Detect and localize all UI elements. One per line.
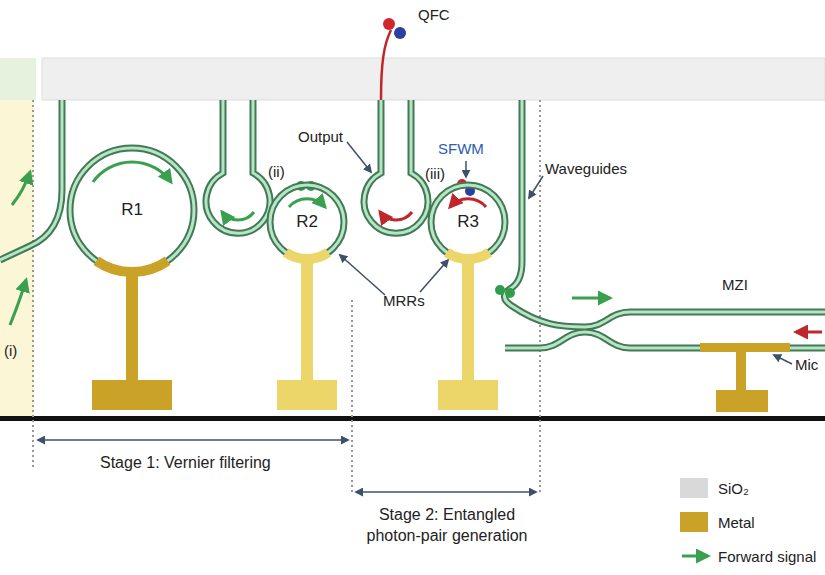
ring-name: R1 — [121, 200, 143, 220]
stage-divider — [351, 300, 353, 495]
waveguide — [206, 100, 270, 233]
legend-text: Metal — [718, 514, 755, 531]
ring-waveguide — [270, 185, 344, 259]
signal-arrow — [93, 162, 171, 182]
heater-stem — [126, 270, 138, 382]
ring-resonator: R3 — [423, 177, 513, 267]
callout: Waveguides — [545, 160, 627, 178]
stage-divider — [539, 100, 541, 495]
photon — [394, 27, 406, 39]
signal-arrow — [450, 199, 486, 207]
output-label: QFC — [418, 6, 450, 24]
legend-entry: Metal — [680, 512, 755, 532]
callout: Mic — [795, 356, 818, 374]
ring-heater — [447, 252, 489, 259]
callout: Output — [298, 128, 343, 146]
waveguide-outline — [0, 100, 825, 348]
legend-entry: SiO₂ — [680, 478, 749, 498]
legend-arrow — [680, 546, 714, 566]
ring-waveguide — [431, 185, 505, 259]
ring-core — [431, 185, 505, 259]
ring-name: R3 — [457, 212, 479, 232]
photon — [495, 285, 505, 295]
leader-line — [774, 355, 792, 364]
ring-name: R2 — [296, 212, 318, 232]
waveguide — [364, 100, 428, 233]
leader-line — [347, 142, 371, 172]
photon — [505, 288, 515, 298]
cladding-band — [42, 58, 825, 100]
heater-pad — [92, 380, 172, 410]
ring-core — [70, 148, 194, 272]
microheater — [700, 343, 790, 352]
stage-label: Stage 2: Entangled photon-pair generatio… — [352, 504, 542, 546]
signal-arrow — [10, 280, 26, 325]
stage-extent — [356, 491, 536, 493]
ring-heater — [286, 252, 328, 259]
heater-pad — [277, 380, 337, 410]
legend-swatch — [680, 478, 708, 498]
qfc-path — [381, 30, 391, 100]
waveguide — [504, 100, 825, 327]
legend-text: SiO₂ — [718, 480, 749, 497]
signal-arrow — [12, 172, 30, 205]
substrate-band — [0, 58, 36, 100]
waveguide — [0, 100, 62, 260]
ring-resonator: R2 — [262, 177, 352, 267]
callout: MRRs — [383, 292, 425, 310]
legend-entry: Forward signal — [680, 546, 816, 566]
chip-baseline — [0, 416, 825, 421]
signal-arrow — [289, 199, 325, 207]
ring-waveguide — [70, 148, 194, 272]
leader-line — [340, 255, 385, 295]
waveguide — [0, 100, 62, 260]
ring-heater — [96, 261, 167, 272]
waveguide — [364, 100, 428, 233]
waveguide — [206, 100, 270, 233]
stage-extent — [38, 439, 348, 441]
waveguide — [504, 100, 825, 327]
signal-arrow — [572, 297, 610, 300]
callout-number: (i) — [4, 342, 17, 360]
stage-label: Stage 1: Vernier filtering — [100, 452, 271, 473]
photon — [383, 18, 395, 30]
signal-arrow — [222, 212, 254, 220]
ring-resonator: R1 — [62, 140, 202, 280]
callout-number: (iii) — [425, 165, 445, 183]
process-label: SFWM — [438, 140, 484, 158]
callout-number: (ii) — [268, 163, 285, 181]
stage-divider — [32, 100, 34, 470]
leader-line — [529, 176, 543, 198]
ring-core — [270, 185, 344, 259]
heater-stem — [301, 257, 313, 382]
heater-stem — [462, 257, 474, 382]
heater-pad — [438, 380, 498, 410]
leader-line — [465, 161, 467, 177]
waveguide-core — [0, 100, 825, 348]
signal-arrow — [380, 212, 412, 220]
signal-arrow — [796, 331, 822, 334]
legend-swatch — [680, 512, 708, 532]
legend-arrow-line — [682, 555, 708, 558]
leader-line — [420, 260, 448, 292]
heater-stem — [736, 350, 746, 394]
component-label: MZI — [722, 276, 748, 294]
heater-pad — [716, 390, 768, 412]
legend-text: Forward signal — [718, 548, 816, 565]
